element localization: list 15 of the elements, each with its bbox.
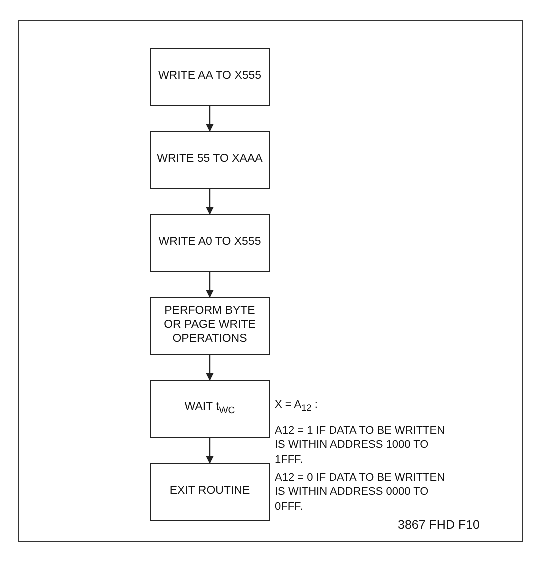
process-box: WRITE AA TO X555 — [150, 48, 270, 106]
process-box: WRITE A0 TO X555 — [150, 214, 270, 272]
note-text: A12 = 1 IF DATA TO BE WRITTEN IS WITHIN ADDRESS 1000 TO 1FFF. — [275, 424, 446, 467]
arrow — [206, 272, 214, 298]
figure-code: 3867 FHD F10 — [398, 518, 480, 532]
arrow — [206, 189, 214, 215]
arrow — [206, 106, 214, 132]
process-box: WRITE 55 TO XAAA — [150, 131, 270, 189]
process-box: EXIT ROUTINE — [150, 463, 270, 521]
note-text: A12 = 0 IF DATA TO BE WRITTEN IS WITHIN ADDRESS 0000 TO 0FFF. — [275, 471, 446, 514]
arrow — [206, 438, 214, 464]
process-box: WAIT t$_{WC}$ — [150, 380, 270, 438]
arrow — [206, 355, 214, 381]
note-text: X = A$_{12}$ : — [275, 398, 319, 416]
process-box: PERFORM BYTE OR PAGE WRITE OPERATIONS — [150, 297, 270, 355]
